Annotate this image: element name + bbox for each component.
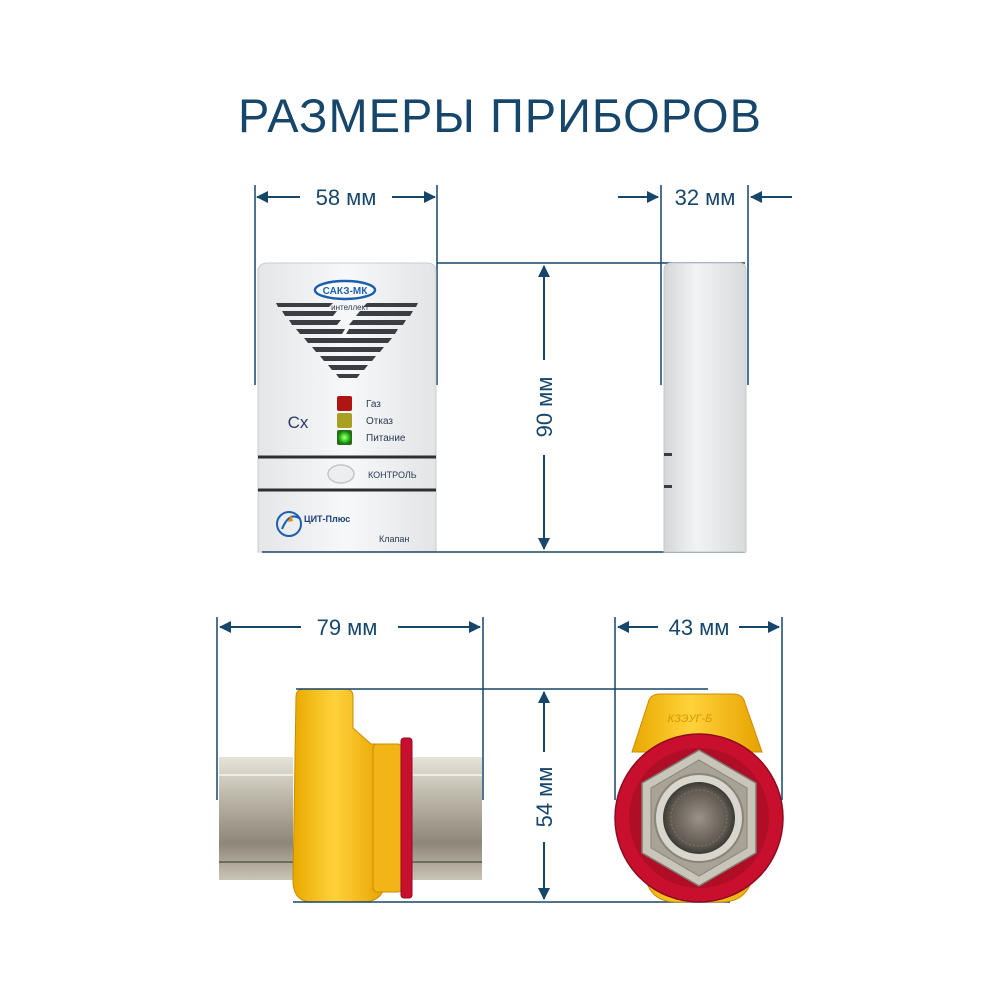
brand-logo: [313, 279, 377, 301]
vent-grille: [276, 303, 418, 378]
valve-height-dimension: 54 мм: [293, 688, 730, 903]
valve-side-view: 79 мм: [216, 615, 484, 903]
valve-cap-marking: КЗЭУГ-Б: [668, 713, 713, 725]
detector-side-view: 32 мм: [618, 185, 792, 553]
model-label: Сх: [288, 413, 309, 432]
brand-subtitle: интеллект: [331, 303, 369, 312]
led-power: [338, 431, 351, 444]
valve-front-view: 43 мм КЗЭУГ-Б: [614, 615, 784, 903]
detector-width-label: 58 мм: [316, 185, 377, 210]
page-title: РАЗМЕРЫ ПРИБОРОВ: [238, 89, 762, 142]
valve-length-label: 79 мм: [317, 615, 378, 640]
valve-width-label: 43 мм: [669, 615, 730, 640]
indicator-label-fault: Отказ: [366, 416, 393, 427]
detector-depth-label: 32 мм: [675, 185, 736, 210]
maker-logo-icon: [276, 511, 302, 537]
valve-height-label: 54 мм: [532, 767, 557, 828]
sensor-mesh: [663, 782, 735, 854]
maker-logo-text: ЦИТ-Плюс: [304, 514, 350, 524]
detector-height-label: 90 мм: [532, 377, 557, 438]
led-fault: [337, 413, 352, 428]
detector-front-view: 58 мм САКЗ-МК интеллект Сх: [254, 185, 438, 553]
valve-output-label: Клапан: [379, 534, 409, 544]
control-button: [327, 464, 355, 484]
indicator-label-power: Питание: [366, 433, 406, 444]
control-button-label: КОНТРОЛЬ: [368, 470, 417, 480]
led-gas: [337, 396, 352, 411]
indicator-label-gas: Газ: [366, 399, 381, 410]
brand-name: САКЗ-МК: [323, 286, 369, 297]
